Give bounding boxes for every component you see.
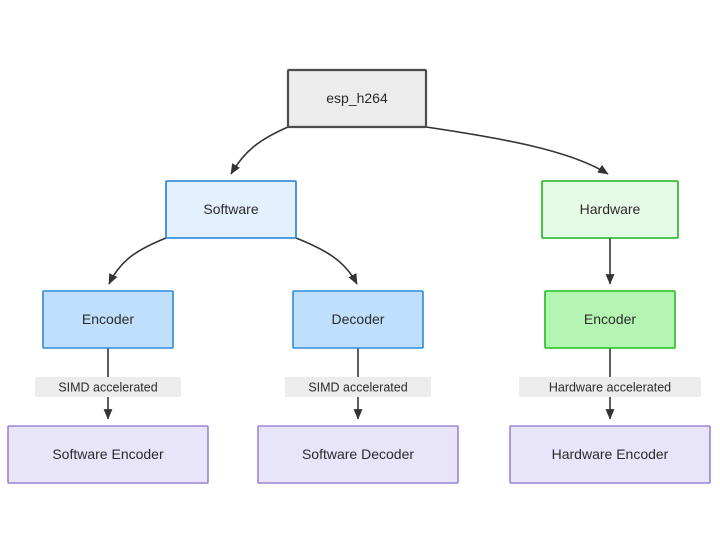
node-label-sw-encoder: Encoder: [82, 311, 134, 327]
node-label-hardware: Hardware: [580, 201, 641, 217]
node-box-software: [165, 180, 297, 239]
edge-software-to-sw-decoder: [295, 237, 358, 285]
node-sw-decoder[interactable]: Decoder: [292, 290, 424, 349]
node-label-software-decoder: Software Decoder: [302, 446, 414, 462]
node-software[interactable]: Software: [165, 180, 297, 239]
node-root[interactable]: esp_h264: [286, 68, 428, 129]
node-hardware-encoder[interactable]: Hardware Encoder: [509, 425, 711, 484]
node-sw-encoder[interactable]: Encoder: [42, 290, 174, 349]
edge-root-to-hardware: [425, 126, 609, 175]
node-hardware[interactable]: Hardware: [541, 180, 679, 239]
edge-label-background: [519, 377, 701, 397]
edges-layer: [103, 126, 615, 420]
edge-label-sw-decoder-out: SIMD accelerated: [285, 377, 431, 397]
node-software-decoder[interactable]: Software Decoder: [257, 425, 459, 484]
node-box-software-decoder: [257, 425, 459, 484]
edge-root-to-software: [230, 126, 289, 175]
node-hw-encoder[interactable]: Encoder: [544, 290, 676, 349]
edge-label-background: [285, 377, 431, 397]
node-box-hardware-encoder: [509, 425, 711, 484]
edge-label-background: [35, 377, 181, 397]
node-label-root: esp_h264: [326, 90, 388, 106]
edge-software-to-sw-encoder: [108, 237, 167, 285]
edge-label-text: SIMD accelerated: [308, 380, 407, 394]
edge-label-hw-encoder-out: Hardware accelerated: [519, 377, 701, 397]
edge-label-sw-encoder-out: SIMD accelerated: [35, 377, 181, 397]
node-label-software: Software: [203, 201, 258, 217]
node-box-hardware: [541, 180, 679, 239]
node-label-hw-encoder: Encoder: [584, 311, 636, 327]
node-label-software-encoder: Software Encoder: [52, 446, 164, 462]
edge-label-text: Hardware accelerated: [549, 380, 671, 394]
edge-label-text: SIMD accelerated: [58, 380, 157, 394]
node-software-encoder[interactable]: Software Encoder: [7, 425, 209, 484]
node-box-root: [286, 68, 428, 129]
node-box-software-encoder: [7, 425, 209, 484]
node-box-hw-encoder: [544, 290, 676, 349]
node-label-hardware-encoder: Hardware Encoder: [552, 446, 669, 462]
edge-labels-layer: SIMD accelerated SIMD accelerated Hardware…: [35, 377, 701, 397]
node-box-sw-encoder: [42, 290, 174, 349]
node-label-sw-decoder: Decoder: [332, 311, 385, 327]
node-box-sw-decoder: [292, 290, 424, 349]
